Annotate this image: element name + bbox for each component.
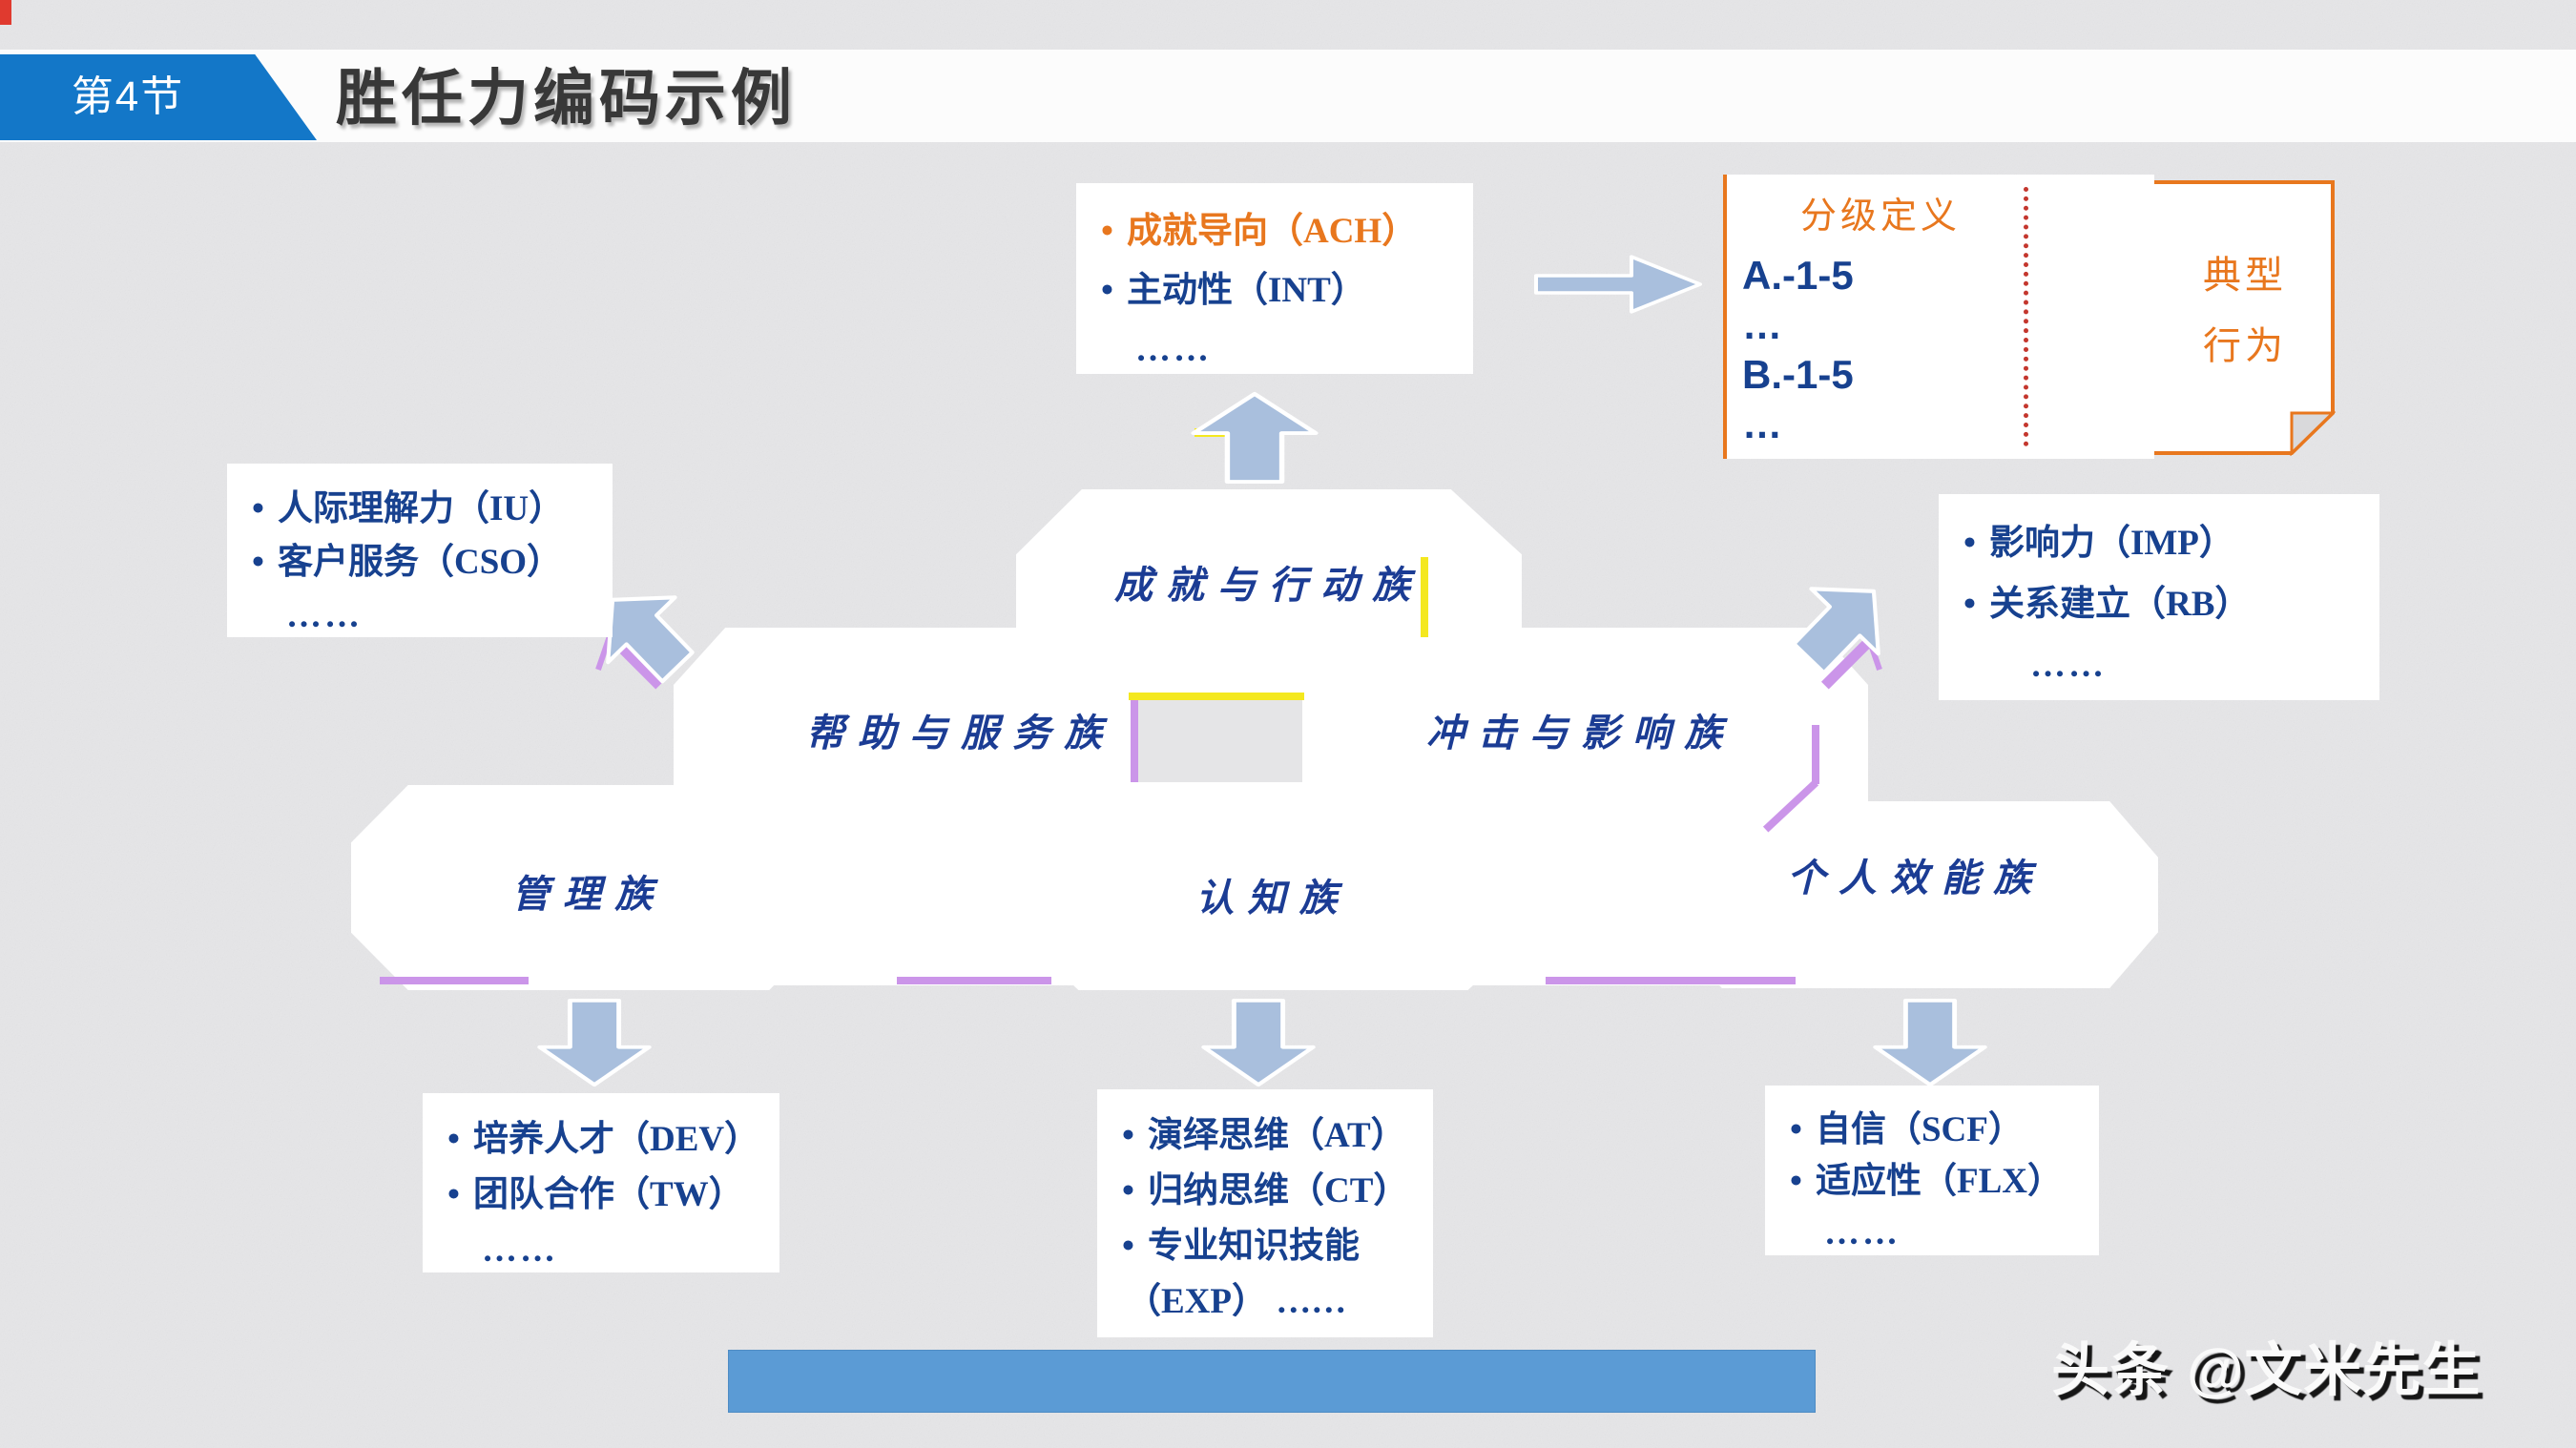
bottom-accent-bar (728, 1350, 1816, 1413)
arrow-down-center-icon (1200, 998, 1317, 1087)
callout-item: 关系建立（RB） (1988, 585, 2251, 624)
callout-item: 专业知识技能 (1147, 1227, 1360, 1266)
family-shape-personal: 个人效能族 (1673, 801, 2158, 988)
accent-purple-hole-left (1131, 700, 1138, 782)
typical-behavior-line2: 行为 (2203, 324, 2287, 367)
family-label-impact: 冲击与影响族 (1426, 712, 1735, 755)
arrow-up-left-icon (574, 563, 715, 703)
callout-item: 适应性（FLX） (1815, 1162, 2063, 1201)
arrow-up-right-icon (1771, 554, 1911, 694)
bullet-marker: • (447, 1175, 460, 1214)
typical-behavior-label: 典型 行为 (2154, 240, 2336, 382)
callout-item: 培养人才（DEV） (472, 1120, 760, 1159)
family-shape-cognitive: 认知族 (1017, 785, 1529, 990)
accent-purple-seg-mid (897, 977, 1051, 984)
callout-managerial: • 培养人才（DEV） • 团队合作（TW） …… (423, 1093, 779, 1272)
bullet-marker: • (252, 543, 264, 582)
bullet-marker: • (447, 1120, 460, 1159)
callout-helping: • 人际理解力（IU） • 客户服务（CSO） …… (227, 464, 613, 637)
accent-purple-seg-left (380, 977, 529, 984)
ellipsis: …… (1824, 1213, 1901, 1252)
grading-row: … (1742, 302, 1784, 347)
bullet-marker: • (1122, 1227, 1134, 1266)
section-tag-label: 第4节 (71, 73, 185, 120)
family-label-cognitive: 认知族 (1195, 877, 1351, 920)
page-title: 胜任力编码示例 (336, 64, 797, 133)
callout-impact: • 影响力（IMP） • 关系建立（RB） …… (1939, 494, 2379, 700)
bullet-marker: • (1963, 585, 1976, 624)
red-dotted-divider (2024, 187, 2028, 446)
callout-item: 团队合作（TW） (472, 1175, 744, 1214)
callout-item: 成就导向（ACH） (1126, 212, 1418, 251)
callout-cognitive: • 演绎思维（AT） • 归纳思维（CT） • 专业知识技能 （EXP） …… (1097, 1089, 1433, 1337)
bullet-marker: • (1122, 1116, 1134, 1155)
ellipsis: …… (1135, 330, 1212, 369)
typical-behavior-line1: 典型 (2203, 254, 2287, 297)
bullet-marker: • (1122, 1171, 1134, 1210)
bullet-marker: • (252, 489, 264, 528)
ellipsis: …… (482, 1231, 558, 1270)
grading-definition-box: 分级定义 A.-1-5 … B.-1-5 … (1723, 175, 2154, 459)
family-label-achievement: 成就与行动族 (1114, 564, 1423, 607)
accent-purple-seg-right (1546, 977, 1796, 984)
callout-item: 自信（SCF） (1815, 1110, 2024, 1149)
title-band (0, 50, 2576, 142)
callout-item-continuation: （EXP） …… (1126, 1282, 1347, 1321)
bullet-marker: • (1101, 212, 1113, 251)
arrow-down-left-icon (536, 998, 653, 1087)
section-tag: 第4节 (0, 54, 317, 140)
callout-achievement: • 成就导向（ACH） • 主动性（INT） …… (1076, 183, 1473, 374)
arrow-up-icon (1190, 391, 1319, 485)
grading-row: A.-1-5 (1742, 253, 1854, 298)
callout-item: 演绎思维（AT） (1147, 1116, 1406, 1155)
callout-item: 人际理解力（IU） (277, 489, 565, 528)
callout-item: 客户服务（CSO） (277, 543, 563, 582)
bullet-marker: • (1101, 271, 1113, 310)
bullet-marker: • (1790, 1110, 1802, 1149)
arrow-right-icon (1532, 250, 1704, 319)
family-label-helping: 帮助与服务族 (806, 712, 1115, 755)
arrow-down-right-icon (1872, 998, 1988, 1087)
callout-personal: • 自信（SCF） • 适应性（FLX） …… (1765, 1086, 2099, 1255)
family-shape-managerial: 管理族 (351, 785, 826, 990)
corner-red-mark (0, 0, 11, 25)
bullet-marker: • (1790, 1162, 1802, 1201)
bullet-marker: • (1963, 524, 1976, 563)
ellipsis: …… (2030, 646, 2107, 685)
accent-purple-vertical (1812, 725, 1819, 784)
ellipsis: …… (286, 596, 363, 635)
grading-title: 分级定义 (1799, 197, 1961, 237)
family-label-personal: 个人效能族 (1787, 857, 2045, 900)
watermark: 头条 @文米先生 (2051, 1337, 2482, 1402)
accent-yellow-hole-top (1129, 693, 1304, 700)
callout-item: 归纳思维（CT） (1147, 1171, 1409, 1210)
center-gap (1138, 700, 1302, 782)
family-label-managerial: 管理族 (511, 873, 666, 916)
callout-item: 主动性（INT） (1126, 271, 1366, 310)
accent-yellow-right-edge (1421, 557, 1428, 637)
grading-row: B.-1-5 (1742, 352, 1854, 397)
grading-row: … (1742, 402, 1784, 446)
callout-item: 影响力（IMP） (1988, 524, 2234, 563)
